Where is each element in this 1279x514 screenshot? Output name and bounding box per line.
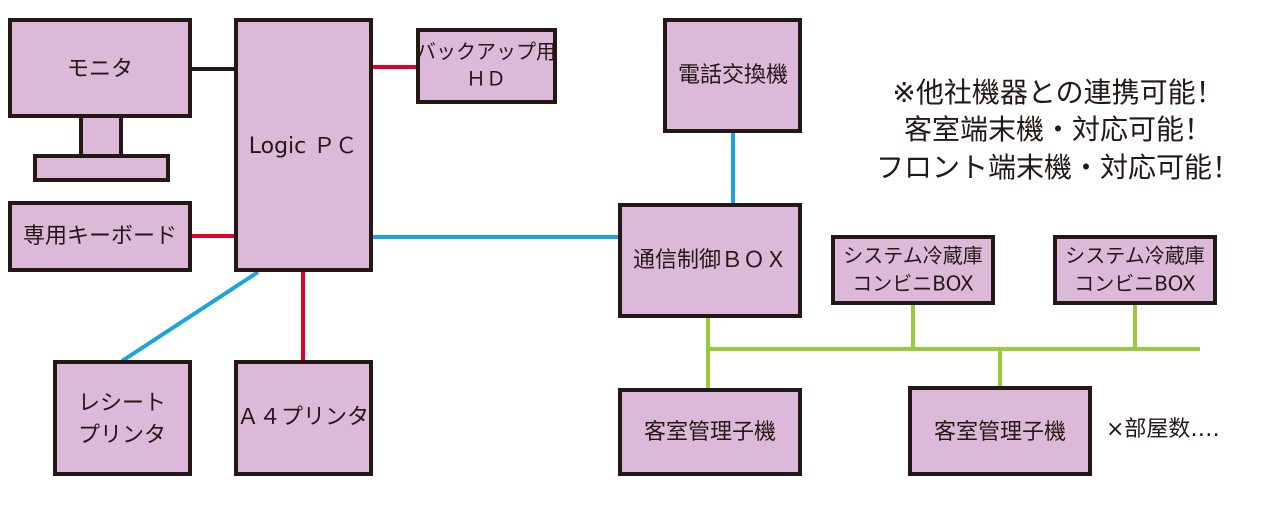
feature-note-2: 客室端末機・対応可能！ xyxy=(904,113,1212,146)
comm-box-box xyxy=(618,203,802,318)
fridge-box-2-box xyxy=(1053,235,1217,305)
room-unit-2: 客室管理子機 xyxy=(908,386,1092,476)
monitor-screen xyxy=(8,18,192,118)
logic-pc: Logic ＰＣ xyxy=(234,18,373,272)
a4-printer: Ａ４プリンタ xyxy=(234,360,373,476)
phone-exchange-label: 電話交換機 xyxy=(678,63,788,88)
fridge-box-1-label: システム冷蔵庫 xyxy=(843,244,982,268)
feature-note-3: フロント端末機・対応可能！ xyxy=(876,151,1240,184)
phone-exchange: 電話交換機 xyxy=(663,18,802,133)
room-unit-1: 客室管理子機 xyxy=(618,388,802,476)
comm-box-label: 通信制御ＢＯＸ xyxy=(633,248,787,273)
feature-notes: ※他社機器との連携可能！ 客室端末機・対応可能！ フロント端末機・対応可能！ xyxy=(876,76,1240,184)
room-unit-1-label: 客室管理子機 xyxy=(644,420,776,445)
receipt-printer-label-2: プリンタ xyxy=(78,423,166,448)
backup-hd-label-2: ＨＤ xyxy=(466,67,506,91)
monitor-neck xyxy=(79,114,123,158)
backup-hd-box xyxy=(416,28,557,104)
fridge-box-1-box xyxy=(831,235,995,305)
link-pc-receipt-printer xyxy=(120,270,260,363)
phone-exchange-box xyxy=(663,18,802,133)
receipt-printer-box xyxy=(53,360,192,476)
a4-printer-box xyxy=(234,360,373,476)
keyboard-box xyxy=(8,201,192,272)
fridge-box-2-label: システム冷蔵庫 xyxy=(1065,244,1204,268)
feature-note-1: ※他社機器との連携可能！ xyxy=(892,76,1223,109)
comm-box: 通信制御ＢＯＸ xyxy=(618,203,802,318)
connectors xyxy=(120,65,1200,390)
fridge-box-2-label-2: コンビニBOX xyxy=(1074,272,1196,296)
fridge-box-1: システム冷蔵庫 コンビニBOX xyxy=(831,235,995,305)
backup-hd-label: バックアップ用 xyxy=(416,40,556,64)
monitor-base xyxy=(33,154,170,182)
fridge-box-1-label-2: コンビニBOX xyxy=(852,272,974,296)
fridge-box-2: システム冷蔵庫 コンビニBOX xyxy=(1053,235,1217,305)
room-unit-1-box xyxy=(618,388,802,476)
room-unit-2-box xyxy=(908,386,1092,476)
room-unit-2-label: 客室管理子機 xyxy=(934,420,1066,445)
monitor-label: モニタ xyxy=(67,57,133,82)
backup-hd: バックアップ用 ＨＤ xyxy=(416,28,557,104)
keyboard: 専用キーボード xyxy=(8,201,192,272)
keyboard-label: 専用キーボード xyxy=(23,224,177,249)
a4-printer-label: Ａ４プリンタ xyxy=(237,405,369,430)
monitor: モニタ xyxy=(8,18,192,182)
room-count-note: ×部屋数‥‥ xyxy=(1106,417,1220,442)
logic-pc-box xyxy=(234,18,373,272)
receipt-printer-label: レシート xyxy=(78,391,166,416)
receipt-printer: レシート プリンタ xyxy=(53,360,192,476)
logic-pc-label: Logic ＰＣ xyxy=(249,134,358,159)
